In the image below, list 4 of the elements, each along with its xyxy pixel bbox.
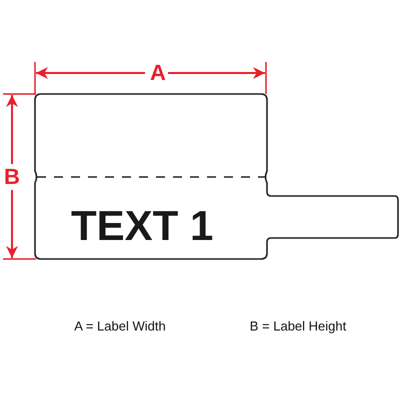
legend-note: A = Label Width [74, 318, 166, 334]
label-outline [33, 92, 400, 261]
legend-note: B = Label Height [250, 318, 346, 334]
label-text: TEXT 1 [71, 204, 214, 248]
